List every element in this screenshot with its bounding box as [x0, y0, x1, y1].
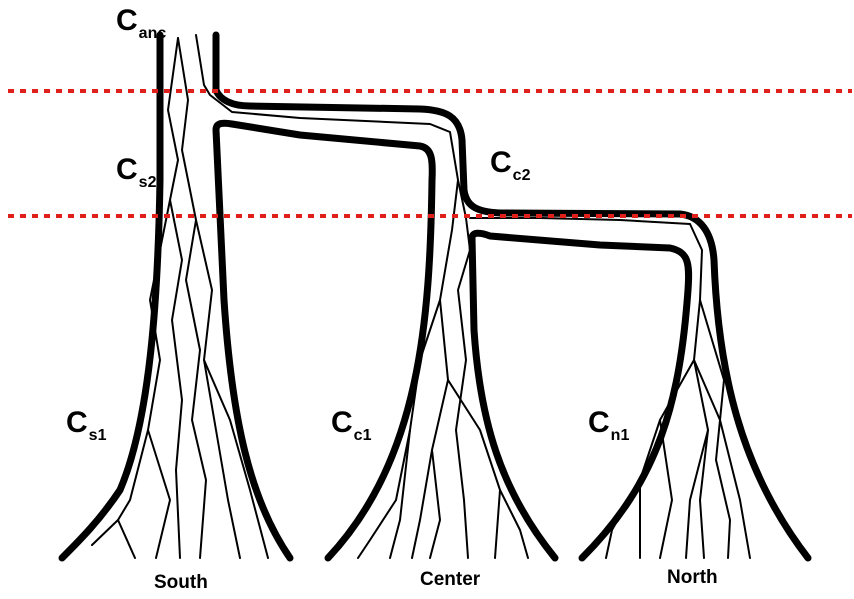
lineage: [117, 519, 136, 559]
gene-lineages: [91, 34, 751, 559]
lineage: [203, 359, 269, 559]
lineage: [699, 299, 731, 559]
label-c-c2-sub: c2: [512, 167, 531, 184]
label-c-anc: Canc: [116, 4, 166, 42]
label-c-c2-main: C: [490, 146, 512, 179]
lineage: [389, 429, 411, 559]
lineage: [195, 34, 459, 559]
label-c-s2-sub: s2: [138, 174, 157, 191]
lineage: [469, 217, 709, 559]
lineage: [167, 37, 183, 559]
lineage: [693, 359, 751, 559]
population-label-north: North: [667, 567, 718, 588]
lineage: [177, 37, 207, 559]
label-c-c1-main: C: [331, 406, 353, 439]
time-markers: [8, 89, 852, 218]
population-label-south: South: [154, 572, 208, 593]
lineage: [195, 219, 241, 559]
label-c-anc-main: C: [116, 4, 138, 37]
population-label-center: Center: [420, 569, 481, 590]
label-c-s1: Cs1: [66, 406, 106, 444]
label-c-n1-main: C: [588, 406, 610, 439]
lineage: [659, 419, 673, 559]
label-c-anc-sub: anc: [138, 25, 167, 42]
lineage: [455, 179, 471, 559]
label-c-s2: Cs2: [116, 153, 156, 191]
label-c-c1-sub: c1: [353, 427, 372, 444]
label-c-s1-main: C: [66, 406, 88, 439]
label-c-n1-sub: n1: [610, 427, 630, 444]
label-c-n1: Cn1: [588, 406, 629, 444]
label-c-s1-sub: s1: [88, 427, 107, 444]
lineage: [357, 299, 441, 559]
south-center-inner-edge: [212, 119, 436, 562]
lineage: [494, 489, 501, 559]
label-c-c1: Cc1: [331, 406, 371, 444]
lineage: [147, 429, 171, 559]
lineage: [411, 449, 433, 559]
south-outer-edge: [58, 31, 164, 562]
center-north-inner-edge: [468, 229, 693, 562]
label-c-c2: Cc2: [490, 146, 530, 184]
ancestral-right-edge: [212, 31, 812, 562]
label-c-s2-main: C: [116, 153, 138, 186]
lineage: [685, 429, 709, 559]
